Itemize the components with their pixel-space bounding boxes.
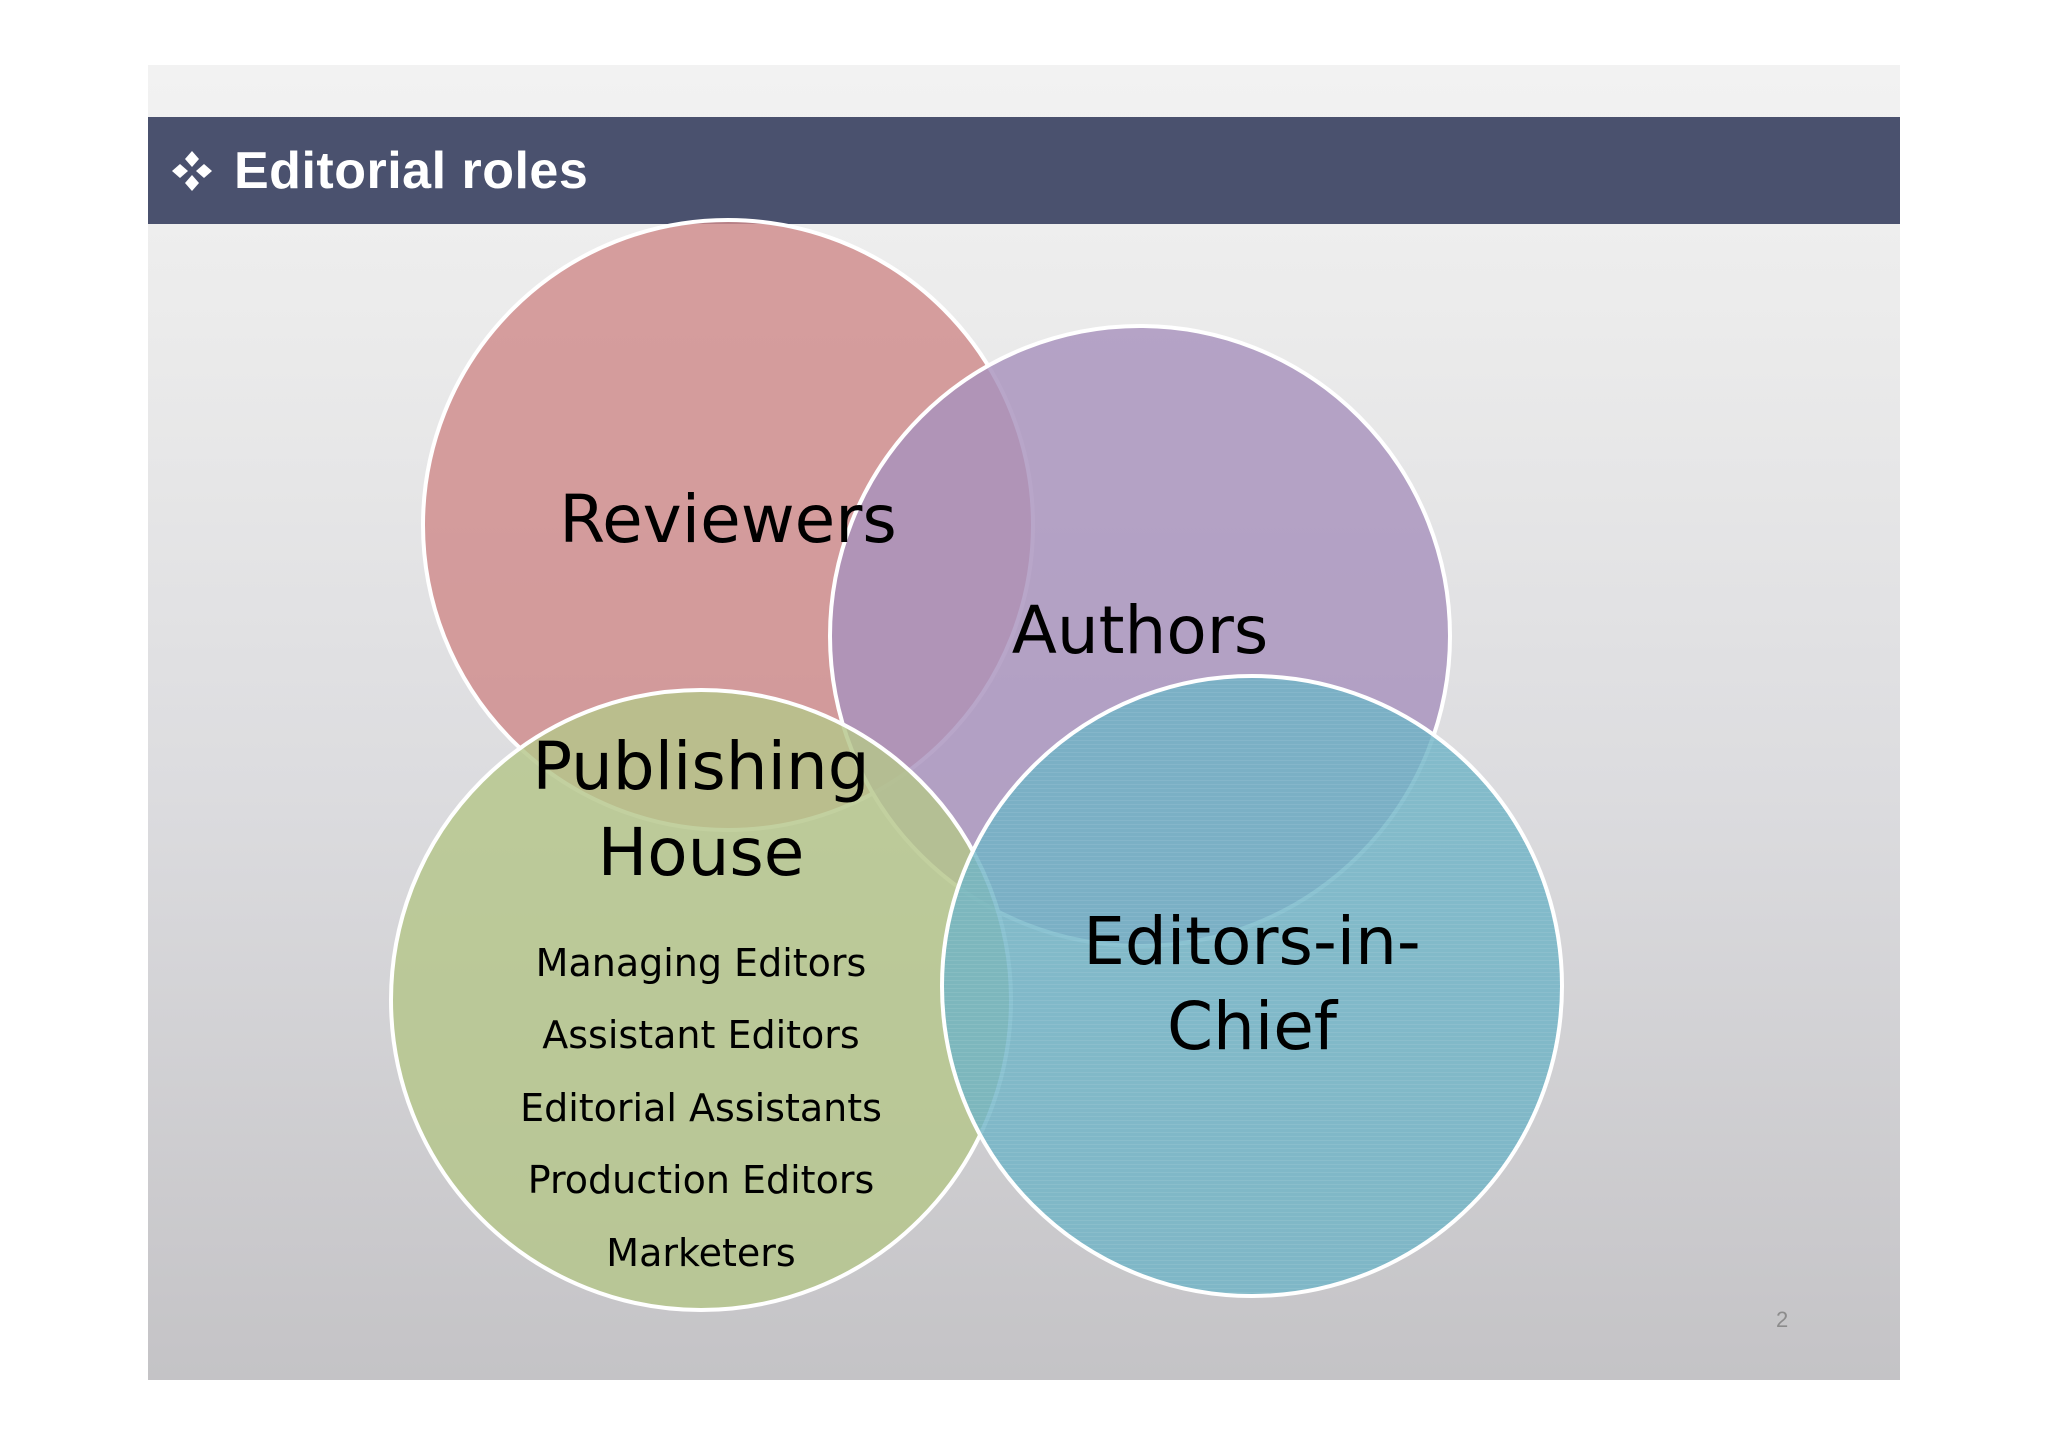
title-bar: Editorial roles	[148, 117, 1900, 224]
publishing-house-label-line2: House	[597, 814, 805, 891]
role-managing-editors: Managing Editors	[535, 941, 867, 985]
editors-in-chief-label-line2: Chief	[1166, 988, 1338, 1065]
authors-label: Authors	[1011, 592, 1269, 669]
venn-diagram	[389, 218, 1564, 1312]
four-diamond-bullet-icon	[170, 149, 214, 193]
role-marketers: Marketers	[606, 1231, 796, 1275]
role-editorial-assistants: Editorial Assistants	[520, 1086, 882, 1130]
editors-in-chief-texture	[944, 678, 1560, 1294]
reviewers-label: Reviewers	[559, 481, 897, 558]
editors-in-chief-label-line1: Editors-in-	[1083, 903, 1421, 980]
role-assistant-editors: Assistant Editors	[542, 1013, 860, 1057]
role-production-editors: Production Editors	[527, 1158, 875, 1202]
page-number: 2	[1776, 1307, 1789, 1332]
slide-title: Editorial roles	[234, 141, 589, 200]
publishing-house-label-line1: Publishing	[532, 728, 870, 805]
slide: Editorial roles Reviewers Authors Publis…	[148, 65, 1900, 1380]
